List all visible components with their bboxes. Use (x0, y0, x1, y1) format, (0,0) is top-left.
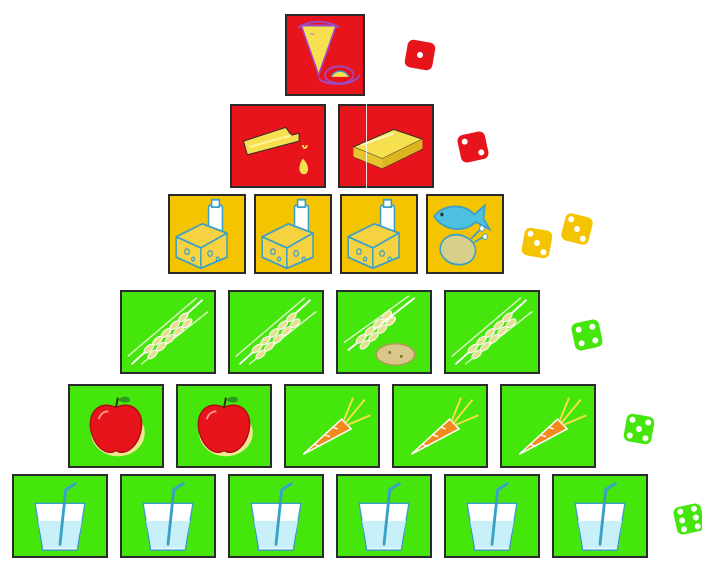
food-tile[interactable] (338, 104, 434, 188)
fish-chicken-icon (428, 196, 502, 272)
food-tile[interactable] (228, 290, 324, 374)
food-tile[interactable] (168, 194, 246, 274)
food-tile[interactable] (68, 384, 164, 468)
pizza-sweets-icon: ~ (287, 16, 363, 94)
butter-icon (340, 106, 432, 186)
wheat-potato-icon (338, 292, 430, 372)
food-tile[interactable]: ~ (285, 14, 365, 96)
water-glass-icon (122, 476, 214, 556)
food-tile[interactable] (120, 290, 216, 374)
food-tile[interactable] (336, 474, 432, 558)
food-tile[interactable] (552, 474, 648, 558)
food-tile[interactable] (176, 384, 272, 468)
food-tile[interactable] (284, 384, 380, 468)
food-tile[interactable] (444, 474, 540, 558)
die-6-icon (672, 502, 702, 536)
die-5-icon (622, 412, 656, 446)
carrot-icon (502, 386, 594, 466)
die-2-icon (456, 130, 490, 164)
food-tile[interactable] (500, 384, 596, 468)
apple-icon (178, 386, 270, 466)
carrot-icon (286, 386, 378, 466)
water-glass-icon (338, 476, 430, 556)
food-tile[interactable] (392, 384, 488, 468)
food-tile[interactable] (336, 290, 432, 374)
food-tile[interactable] (12, 474, 108, 558)
die-1-icon (403, 38, 437, 72)
center-divider (366, 10, 367, 190)
milk-cheese-icon (256, 196, 330, 272)
water-glass-icon (230, 476, 322, 556)
food-tile[interactable] (230, 104, 326, 188)
wheat-icon (446, 292, 538, 372)
milk-cheese-icon (170, 196, 244, 272)
milk-cheese-icon (342, 196, 416, 272)
food-tile[interactable] (228, 474, 324, 558)
food-tile[interactable] (444, 290, 540, 374)
food-tile[interactable] (120, 474, 216, 558)
carrot-icon (394, 386, 486, 466)
food-tile[interactable] (254, 194, 332, 274)
die-3-icon (520, 226, 554, 260)
apple-icon (70, 386, 162, 466)
die-4-icon (570, 318, 604, 352)
wheat-icon (122, 292, 214, 372)
die-3-icon (560, 212, 594, 246)
water-glass-icon (446, 476, 538, 556)
svg-text:~: ~ (309, 29, 315, 39)
water-glass-icon (554, 476, 646, 556)
oil-bottle-icon (232, 106, 324, 186)
wheat-icon (230, 292, 322, 372)
food-tile[interactable] (426, 194, 504, 274)
food-tile[interactable] (340, 194, 418, 274)
water-glass-icon (14, 476, 106, 556)
